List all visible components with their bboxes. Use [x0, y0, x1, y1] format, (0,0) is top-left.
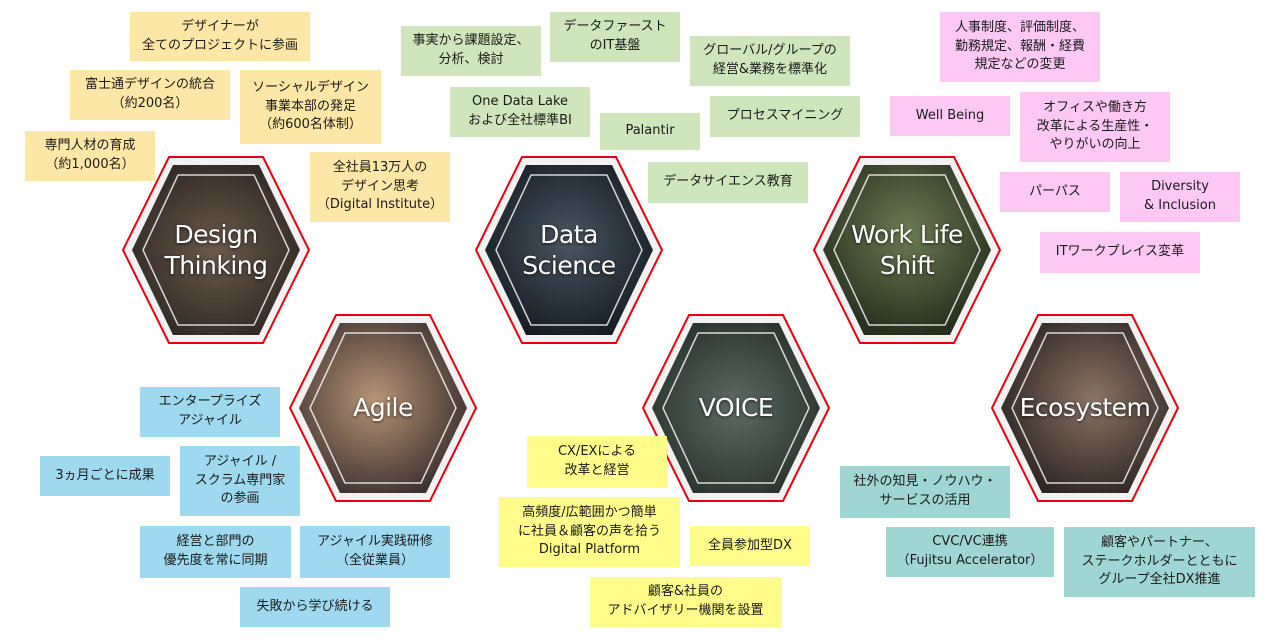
- ecosystem-tag: 社外の知見・ノウハウ・ サービスの活用: [840, 466, 1010, 518]
- hexagon-shape: [990, 314, 1180, 502]
- voice-tag: CX/EXによる 改革と経営: [527, 436, 667, 488]
- hex-work-life-shift: Work Life Shift: [812, 155, 1002, 345]
- hex-title: Work Life Shift: [851, 219, 963, 280]
- worklife-tag: Well Being: [890, 96, 1010, 136]
- agile-tag: 失敗から学び続ける: [240, 587, 390, 627]
- data-tag: データファースト のIT基盤: [550, 12, 680, 62]
- hex-ecosystem: Ecosystem: [990, 313, 1180, 503]
- hex-title: VOICE: [698, 393, 774, 423]
- hexagon-shape: [812, 156, 1002, 344]
- data-tag: プロセスマイニング: [710, 96, 860, 137]
- worklife-tag: パーパス: [1000, 172, 1110, 212]
- hexagon-shape: [288, 314, 478, 502]
- agile-tag: アジャイル / スクラム専門家 の参画: [180, 446, 300, 516]
- design-tag: 専門人材の育成 （約1,000名）: [25, 131, 155, 181]
- worklife-tag: ITワークプレイス変革: [1040, 232, 1200, 273]
- voice-tag: 顧客&社員の アドバイザリー機関を設置: [590, 577, 781, 627]
- hexagon-shape: [641, 314, 831, 502]
- hex-title: Data Science: [522, 219, 616, 280]
- hex-voice: VOICE: [641, 313, 831, 503]
- worklife-tag: オフィスや働き方 改革による生産性・ やりがいの向上: [1020, 92, 1170, 162]
- voice-tag: 全員参加型DX: [690, 526, 810, 566]
- hexagon-shape: [474, 156, 664, 344]
- hex-design-thinking: Design Thinking: [121, 155, 311, 345]
- design-tag: 富士通デザインの統合 （約200名）: [70, 70, 230, 120]
- design-tag: 全社員13万人の デザイン思考 （Digital Institute）: [310, 152, 450, 222]
- ecosystem-tag: CVC/VC連携 （Fujitsu Accelerator）: [886, 527, 1054, 577]
- agile-tag: アジャイル実践研修 （全従業員）: [300, 526, 450, 578]
- agile-tag: 3ヵ月ごとに成果: [40, 456, 170, 496]
- hex-title: Design Thinking: [164, 219, 268, 280]
- worklife-tag: 人事制度、評価制度、 勤務規定、報酬・経費 規定などの変更: [940, 12, 1100, 82]
- data-tag: 事実から課題設定、 分析、検討: [401, 26, 541, 76]
- agile-tag: エンタープライズ アジャイル: [140, 387, 280, 437]
- agile-tag: 経営と部門の 優先度を常に同期: [140, 526, 291, 578]
- voice-tag: 高頻度/広範囲かつ簡単 に社員＆顧客の声を拾う Digital Platform: [499, 497, 680, 567]
- data-tag: One Data Lake および全社標準BI: [450, 87, 590, 137]
- worklife-tag: Diversity & Inclusion: [1120, 172, 1240, 222]
- hex-data-science: Data Science: [474, 155, 664, 345]
- design-tag: ソーシャルデザイン 事業本部の発足 （約600名体制）: [240, 70, 381, 144]
- data-tag: データサイエンス教育: [648, 162, 808, 203]
- data-tag: グローバル/グループの 経営&業務を標準化: [690, 36, 850, 86]
- data-tag: Palantir: [600, 113, 700, 150]
- hex-title: Ecosystem: [1019, 393, 1151, 423]
- ecosystem-tag: 顧客やパートナー、 ステークホルダーとともに グループ全社DX推進: [1064, 527, 1255, 597]
- hexagon-shape: [121, 156, 311, 344]
- design-tag: デザイナーが 全てのプロジェクトに参画: [130, 12, 310, 61]
- hex-title: Agile: [353, 393, 413, 423]
- hex-agile: Agile: [288, 313, 478, 503]
